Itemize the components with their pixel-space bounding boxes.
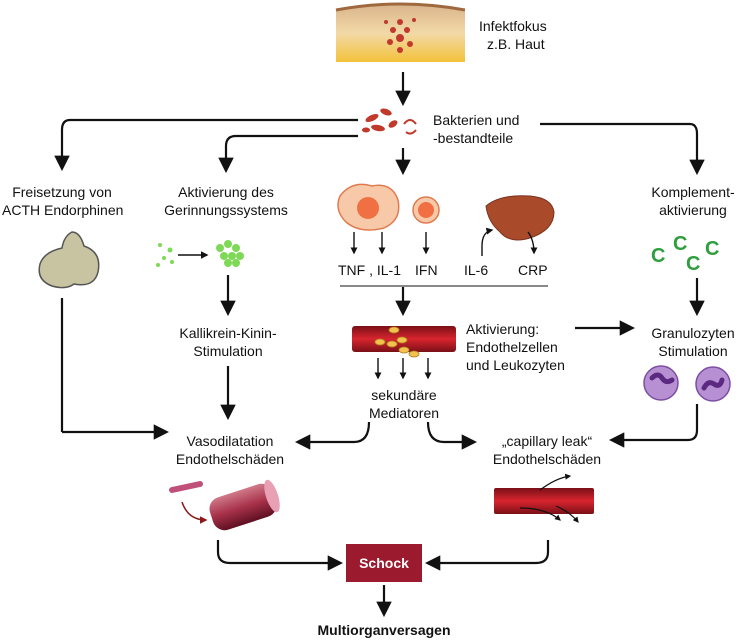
arrow-bacteria-to-freisetzung: [54, 118, 358, 172]
multiorgan-label: Multiorganversagen: [317, 622, 451, 638]
leaky-vessel-illustration: [494, 473, 594, 523]
cytokine-crp-label: CRP: [518, 262, 548, 278]
arrow-liver-to-crp: [527, 231, 538, 255]
aktivierung-line-3: und Leukozyten: [466, 357, 565, 373]
sekundaer-line-1: sekundäre: [371, 387, 437, 403]
cytokine-il6-label: IL-6: [464, 262, 489, 278]
arrow-mediatoren-to-vasodilatation: [294, 421, 371, 450]
komplement-line-1: Komplement-: [651, 184, 735, 200]
cytokine-tnf-label: TNF , IL-1: [338, 262, 402, 278]
arrow-mediatoren-to-capillary: [426, 421, 478, 450]
bacteria-illustration: [362, 108, 417, 135]
freisetzung-line-1: Freisetzung von: [12, 184, 112, 200]
bakterien-line-2: -bestandteile: [433, 130, 514, 146]
liver-illustration: [485, 195, 555, 241]
arrow-granulozyten-to-capillary: [608, 404, 699, 448]
complement-c-4: C: [705, 238, 719, 260]
arrow-capillary-to-schock: [424, 540, 550, 571]
granulozyten-label: Granulozyten Stimulation: [642, 324, 744, 360]
gerinnung-line-2: Gerinnungssystems: [164, 202, 288, 218]
bakterien-label: Bakterien und -bestandteile: [433, 111, 519, 147]
small-arrows: [350, 227, 538, 380]
freisetzung-label: Freisetzung von ACTH Endorphinen: [2, 183, 124, 219]
complement-c-2: C: [673, 233, 687, 255]
aktivierung-line-2: Endothelzellen: [466, 339, 558, 355]
gerinnung-label: Aktivierung des Gerinnungssystems: [160, 183, 292, 219]
granulozyten-line-1: Granulozyten: [651, 325, 735, 341]
cytokine-ifn-label: IFN: [415, 262, 438, 278]
capillary-label: „capillary leak“ Endothelschäden: [478, 432, 616, 468]
platelets-illustration: [156, 240, 244, 267]
arrow-vasodilatation-to-schock: [216, 540, 344, 571]
skin-infection-illustration: [335, 2, 466, 62]
flow-arrows: [54, 72, 705, 618]
capillary-line-1: „capillary leak“: [501, 433, 593, 449]
kallikrein-line-2: Stimulation: [193, 343, 263, 359]
dilated-vessel-illustration: [169, 479, 280, 531]
complement-c-1: C: [651, 245, 665, 267]
vasodilatation-label: Vasodilatation Endothelschäden: [164, 432, 296, 468]
vasodilatation-line-1: Vasodilatation: [186, 433, 274, 449]
central-vessel-illustration: [352, 326, 456, 358]
aktivierung-line-1: Aktivierung:: [466, 321, 540, 337]
immune-cells-illustration: [337, 183, 440, 231]
komplement-label: Komplement- aktivierung: [642, 183, 744, 219]
complement-c-3: C: [686, 253, 700, 275]
capillary-line-2: Endothelschäden: [492, 451, 602, 467]
infektfokus-line-2: z.B. Haut: [487, 36, 545, 52]
granulozyten-line-2: Stimulation: [658, 343, 728, 359]
aktivierung-label: Aktivierung: Endothelzellen und Leukozyt…: [466, 320, 565, 374]
granulocytes-illustration: [643, 365, 731, 402]
freisetzung-line-2: ACTH Endorphinen: [2, 202, 124, 218]
infektfokus-line-1: Infektfokus: [479, 18, 547, 34]
infektfokus-label: Infektfokus z.B. Haut: [479, 17, 547, 53]
arrow-bacteria-to-komplement: [540, 122, 705, 176]
schock-box: [346, 544, 422, 582]
complement-illustration: C C C C: [651, 233, 719, 275]
bakterien-line-1: Bakterien und: [433, 112, 520, 128]
gerinnung-line-1: Aktivierung des: [178, 184, 274, 200]
schock-label: Schock: [359, 555, 409, 571]
pituitary-gland-illustration: [38, 231, 100, 289]
kallikrein-line-1: Kallikrein-Kinin-: [179, 325, 277, 341]
arrow-il6-to-liver: [481, 227, 494, 256]
komplement-line-2: aktivierung: [659, 202, 727, 218]
arrow-bacteria-to-gerinnung: [218, 134, 358, 174]
sekundaer-label: sekundäre Mediatoren: [352, 386, 456, 422]
vasodilatation-line-2: Endothelschäden: [175, 451, 285, 467]
sekundaer-line-2: Mediatoren: [368, 405, 440, 421]
kallikrein-label: Kallikrein-Kinin- Stimulation: [162, 324, 294, 360]
